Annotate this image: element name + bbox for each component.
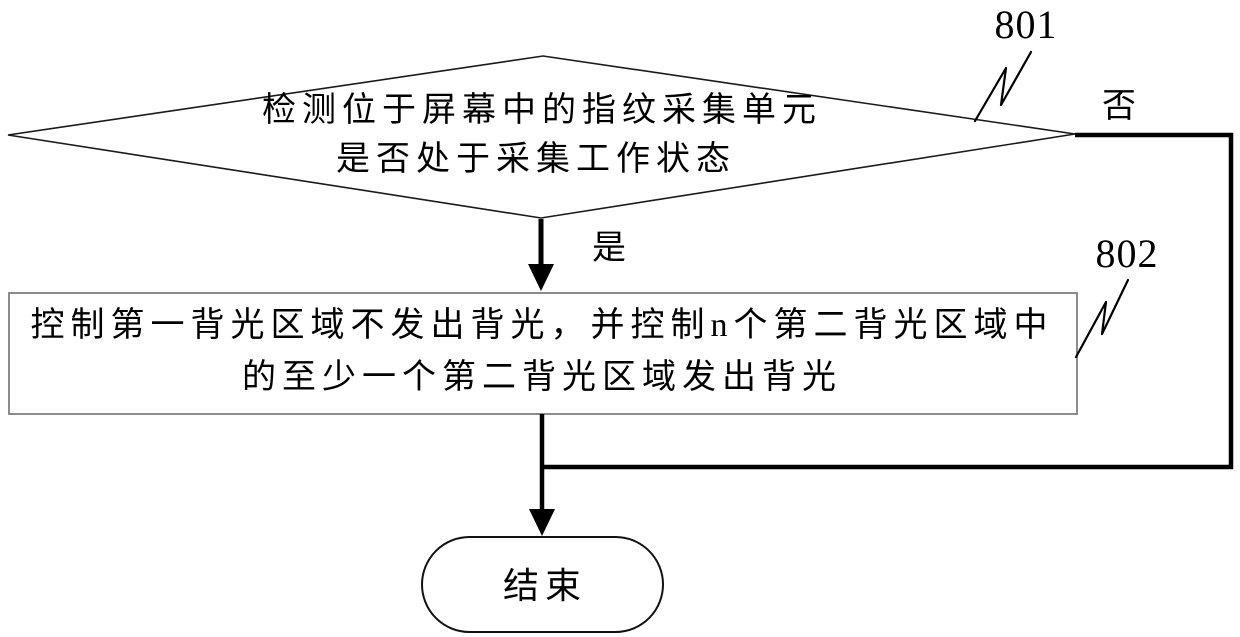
decision-text-line1: 检测位于屏幕中的指纹采集单元 <box>262 91 822 129</box>
yes-branch-label: 是 <box>592 230 632 267</box>
end-label: 结束 <box>503 566 587 606</box>
end-arrowhead <box>529 509 555 536</box>
decision-diamond <box>7 55 1076 219</box>
process-text-line1: 控制第一背光区域不发出背光，并控制n个第二背光区域中 <box>31 306 1054 344</box>
yes-arrowhead <box>528 264 554 291</box>
ref-label-801: 801 <box>995 2 1058 47</box>
ref-leader-801 <box>973 50 1033 123</box>
process-box <box>8 292 1078 415</box>
decision-text-line2: 是否处于采集工作状态 <box>336 140 736 178</box>
no-branch-label: 否 <box>1102 88 1142 125</box>
no-branch-line <box>544 132 1234 470</box>
ref-label-802: 802 <box>1096 231 1159 276</box>
process-text-line2: 的至少一个第二背光区域发出背光 <box>242 358 842 396</box>
end-terminator <box>421 536 664 633</box>
ref-leader-802 <box>1074 278 1130 359</box>
